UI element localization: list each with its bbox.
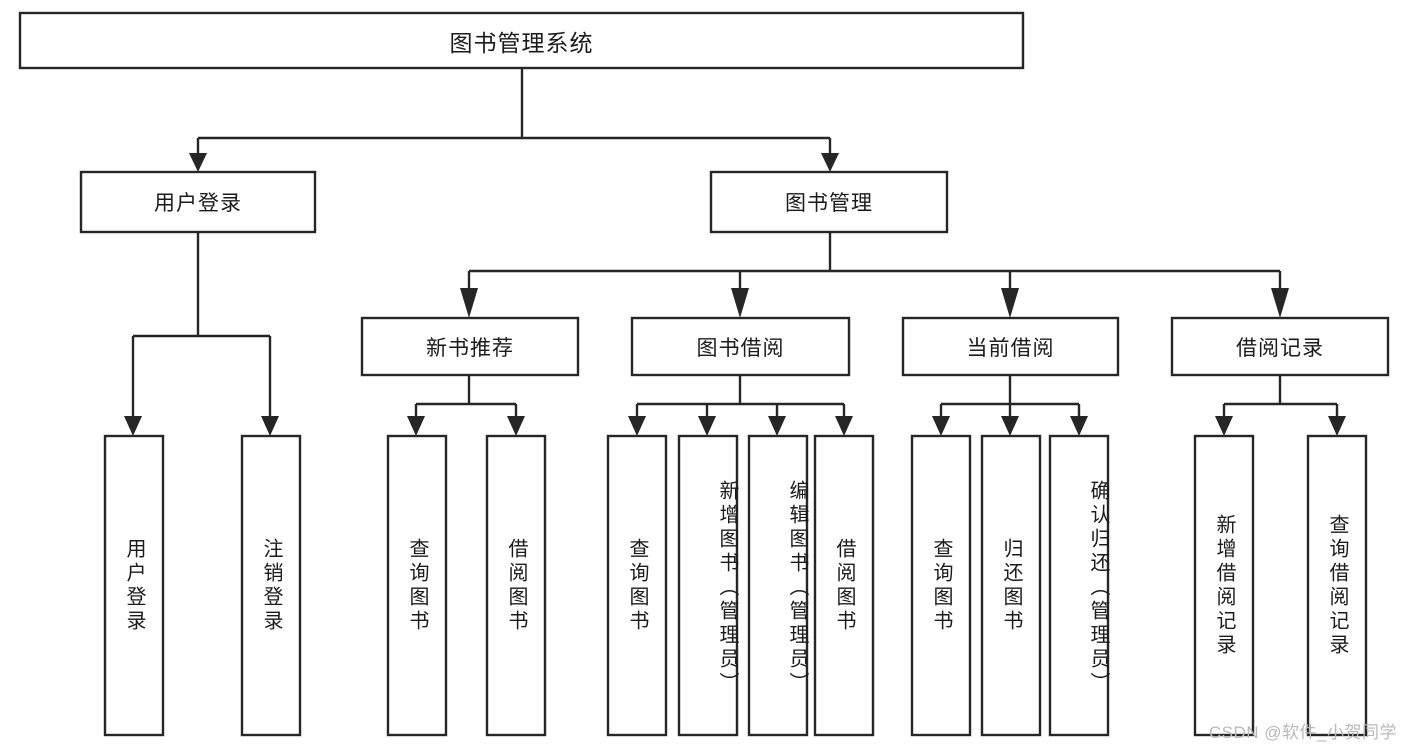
arrow-head-new-book-rec [460, 288, 478, 318]
arrow-head-newbook-leaf-2 [507, 416, 525, 436]
leaf-box-borrow-book[interactable] [813, 434, 875, 737]
leaf-box-edit-book-admin[interactable] [747, 434, 809, 737]
leaf-box-user-login[interactable] [103, 434, 165, 737]
leaf-box-return-book[interactable] [980, 434, 1042, 737]
leaf-box-query-book-borrow[interactable] [606, 434, 668, 737]
arrow-head-leaf-logout [261, 416, 279, 436]
leaf-box-query-borrow-record[interactable] [1306, 434, 1368, 737]
leaf-box-confirm-return-admin[interactable] [1048, 434, 1110, 737]
leaf-box-logout[interactable] [240, 434, 302, 737]
node-box-root[interactable] [18, 11, 1025, 70]
node-box-new-book-recommend[interactable] [360, 316, 580, 377]
arrow-head-book-borrow [731, 288, 749, 318]
arrow-head-bookborrow-leaf-2 [698, 416, 716, 436]
arrow-head-borrow-record [1271, 288, 1289, 318]
arrow-head-borrowrecord-leaf-1 [1215, 416, 1233, 436]
arrow-head-bookborrow-leaf-4 [835, 416, 853, 436]
node-box-borrow-record[interactable] [1170, 316, 1390, 377]
leaf-box-query-book-rec[interactable] [386, 434, 448, 737]
watermark-text: CSDN @软件_小贺同学 [1208, 723, 1397, 742]
leaf-box-query-book-current[interactable] [910, 434, 972, 737]
arrow-head-leaf-user-login [124, 416, 142, 436]
node-box-user-login[interactable] [79, 170, 317, 234]
node-box-book-borrow[interactable] [630, 316, 851, 377]
arrow-head-bookborrow-leaf-3 [768, 416, 786, 436]
arrow-head-newbook-leaf-1 [407, 416, 425, 436]
leaf-box-add-book-admin[interactable] [677, 434, 739, 737]
arrow-head-borrowrecord-leaf-2 [1328, 416, 1346, 436]
node-box-current-borrow[interactable] [901, 316, 1120, 377]
arrow-head-currentborrow-leaf-3 [1070, 416, 1088, 436]
arrow-head-bookmgmt [821, 153, 839, 172]
arrow-head-bookborrow-leaf-1 [628, 416, 646, 436]
arrow-head-userlogin [189, 153, 207, 172]
leaf-box-borrow-book-rec[interactable] [485, 434, 547, 737]
arrow-head-current-borrow [1001, 288, 1019, 318]
leaf-box-add-borrow-record[interactable] [1193, 434, 1255, 737]
arrow-head-currentborrow-leaf-2 [1001, 416, 1019, 436]
arrow-head-currentborrow-leaf-1 [932, 416, 950, 436]
node-box-book-management[interactable] [709, 170, 949, 234]
